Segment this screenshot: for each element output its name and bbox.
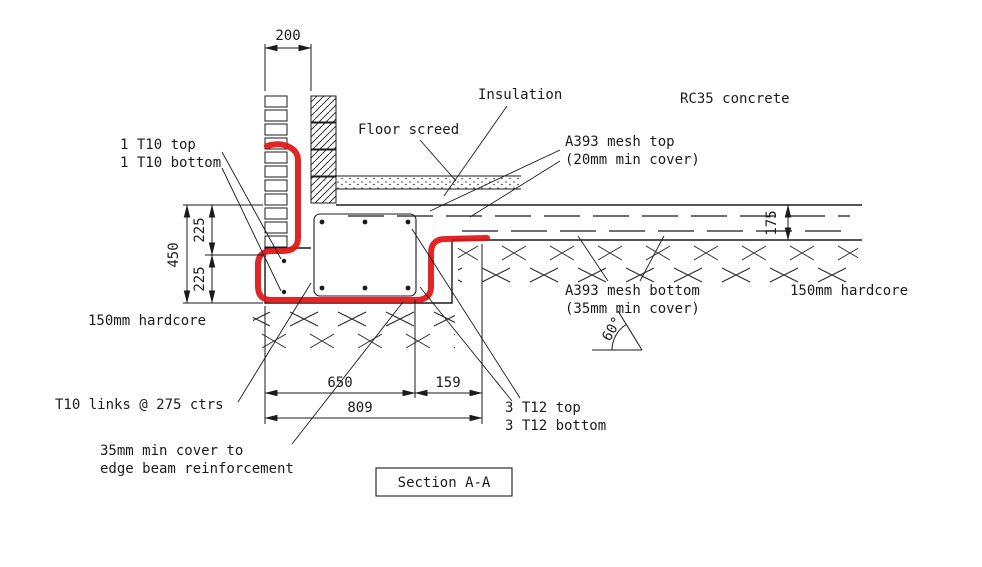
leader-lines bbox=[221, 105, 665, 445]
dimension-200: 200 bbox=[264, 28, 312, 91]
block bbox=[310, 122, 337, 150]
brick bbox=[264, 151, 288, 164]
brick bbox=[264, 221, 288, 234]
label-t10-top: 1 T10 top bbox=[120, 137, 196, 153]
angle-60-text: 60° bbox=[599, 314, 626, 344]
leader-t10-bottom bbox=[221, 167, 282, 292]
hardcore-under-beam bbox=[253, 310, 455, 348]
red-highlight-path bbox=[255, 141, 490, 303]
brick bbox=[264, 123, 288, 136]
slab-outline bbox=[336, 204, 862, 241]
section-title: Section A-A bbox=[375, 467, 513, 497]
leader-floor-screed bbox=[419, 139, 457, 182]
label-hardcore-right: 150mm hardcore bbox=[790, 283, 908, 299]
label-mesh-bottom-1: A393 mesh bottom bbox=[565, 283, 700, 299]
label-cover-note-1: 35mm min cover to bbox=[100, 443, 243, 459]
rebar-dot bbox=[281, 258, 287, 264]
outer-leaf-blockwork bbox=[310, 95, 337, 204]
dimension-left-stack: 225 225 450 bbox=[166, 204, 263, 304]
dim-225-lower-text: 225 bbox=[192, 266, 208, 291]
block bbox=[310, 176, 337, 204]
label-mesh-top-1: A393 mesh top bbox=[565, 134, 675, 150]
block bbox=[310, 95, 337, 123]
rebar-dot bbox=[281, 289, 287, 295]
label-t12-top: 3 T12 top bbox=[505, 400, 581, 416]
annotations: Insulation RC35 concrete Floor screed A3… bbox=[55, 87, 908, 477]
label-mesh-bottom-2: (35mm min cover) bbox=[565, 301, 700, 317]
dimension-175: 175 bbox=[764, 204, 792, 241]
leader-mesh-bottom-b bbox=[639, 235, 665, 282]
brick bbox=[264, 179, 288, 192]
leader-mesh-bottom-a bbox=[577, 235, 609, 282]
brick bbox=[264, 207, 288, 220]
label-t12-bottom: 3 T12 bottom bbox=[505, 418, 606, 434]
rebar-dot bbox=[362, 219, 368, 225]
label-floor-screed: Floor screed bbox=[358, 122, 459, 138]
brick bbox=[264, 109, 288, 122]
brick bbox=[264, 193, 288, 206]
rebar-dot bbox=[319, 219, 325, 225]
block bbox=[310, 149, 337, 177]
label-mesh-top-2: (20mm min cover) bbox=[565, 152, 700, 168]
label-insulation: Insulation bbox=[478, 87, 562, 103]
dim-809-text: 809 bbox=[347, 400, 372, 416]
brick bbox=[264, 165, 288, 178]
shear-link bbox=[313, 213, 417, 297]
hardcore-under-slab bbox=[458, 244, 858, 284]
leader-t12-top bbox=[411, 228, 521, 399]
t10-bars bbox=[281, 258, 287, 295]
inner-leaf-brickwork bbox=[264, 95, 288, 248]
section-title-box bbox=[375, 467, 513, 497]
leader-cover-note bbox=[291, 301, 404, 445]
rebar-dot bbox=[362, 285, 368, 291]
leader-mesh-top-a bbox=[429, 149, 561, 212]
t12-bars bbox=[319, 219, 411, 291]
brick bbox=[264, 95, 288, 108]
leader-mesh-top-b bbox=[469, 160, 561, 218]
floor-screed-layer bbox=[336, 175, 521, 190]
leader-t10-top bbox=[221, 151, 282, 260]
label-t10-links: T10 links @ 275 ctrs bbox=[55, 397, 224, 413]
rebar-dot bbox=[319, 285, 325, 291]
rebar-dot bbox=[405, 285, 411, 291]
dim-200-text: 200 bbox=[275, 28, 300, 44]
label-rc35-concrete: RC35 concrete bbox=[680, 91, 790, 107]
leader-t12-bottom bbox=[419, 286, 513, 402]
leader-t10-links bbox=[237, 282, 312, 403]
dim-225-upper-text: 225 bbox=[192, 217, 208, 242]
label-t10-bottom: 1 T10 bottom bbox=[120, 155, 221, 171]
dimension-bottom-stack: 650 159 809 bbox=[264, 244, 483, 424]
label-hardcore-left: 150mm hardcore bbox=[88, 313, 206, 329]
section-title-text: Section A-A bbox=[398, 475, 491, 491]
dim-175-text: 175 bbox=[764, 210, 780, 235]
brick bbox=[264, 235, 288, 248]
label-cover-note-2: edge beam reinforcement bbox=[100, 461, 294, 477]
leader-insulation bbox=[443, 105, 508, 197]
dim-159-text: 159 bbox=[435, 375, 460, 391]
rebar-dot bbox=[405, 219, 411, 225]
dim-450-text: 450 bbox=[166, 242, 182, 267]
